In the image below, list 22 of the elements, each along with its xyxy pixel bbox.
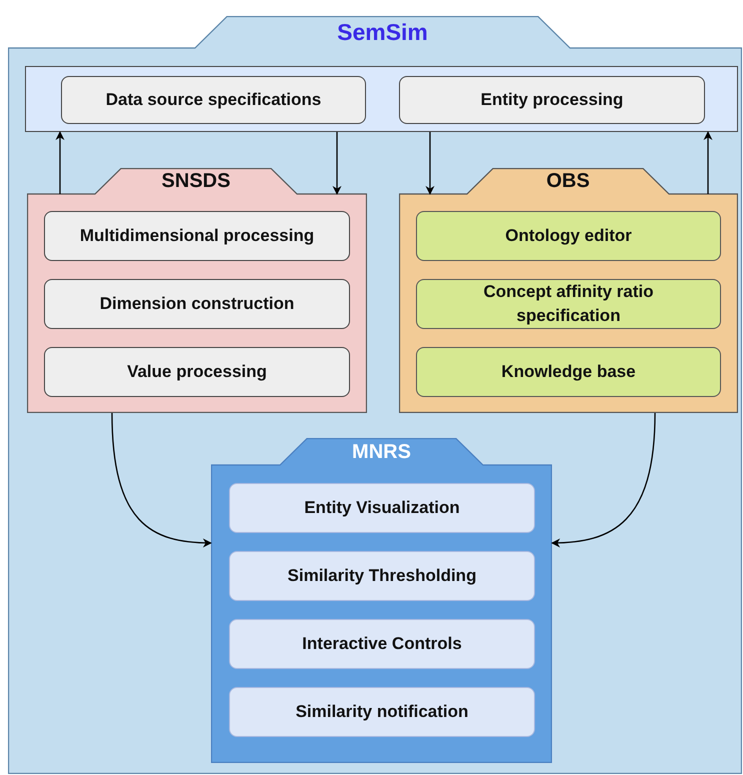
panel-title: OBS	[546, 171, 590, 191]
process-box: Multidimensional processing	[44, 211, 350, 261]
arrow	[111, 412, 212, 548]
arrow	[426, 132, 434, 195]
arrow	[332, 132, 342, 195]
process-box: Value processing	[44, 347, 350, 397]
process-box: Data source specifications	[61, 76, 366, 124]
process-box: Similarity notification	[229, 687, 535, 737]
arrow	[551, 412, 656, 548]
panel-title: MNRS	[352, 442, 411, 462]
panel-title: SemSim	[337, 20, 428, 44]
process-box: Interactive Controls	[229, 619, 535, 669]
process-box: Dimension construction	[44, 279, 350, 329]
process-box: Ontology editor	[416, 211, 721, 261]
process-box: Entity processing	[399, 76, 705, 124]
panel-title: SNSDS	[162, 171, 230, 191]
process-box: Similarity Thresholding	[229, 551, 535, 601]
process-box: Entity Visualization	[229, 483, 535, 533]
process-box: Knowledge base	[416, 347, 721, 397]
arrow	[56, 131, 64, 194]
arrow	[704, 131, 712, 194]
process-box: Concept affinity ratio specification	[416, 279, 721, 329]
